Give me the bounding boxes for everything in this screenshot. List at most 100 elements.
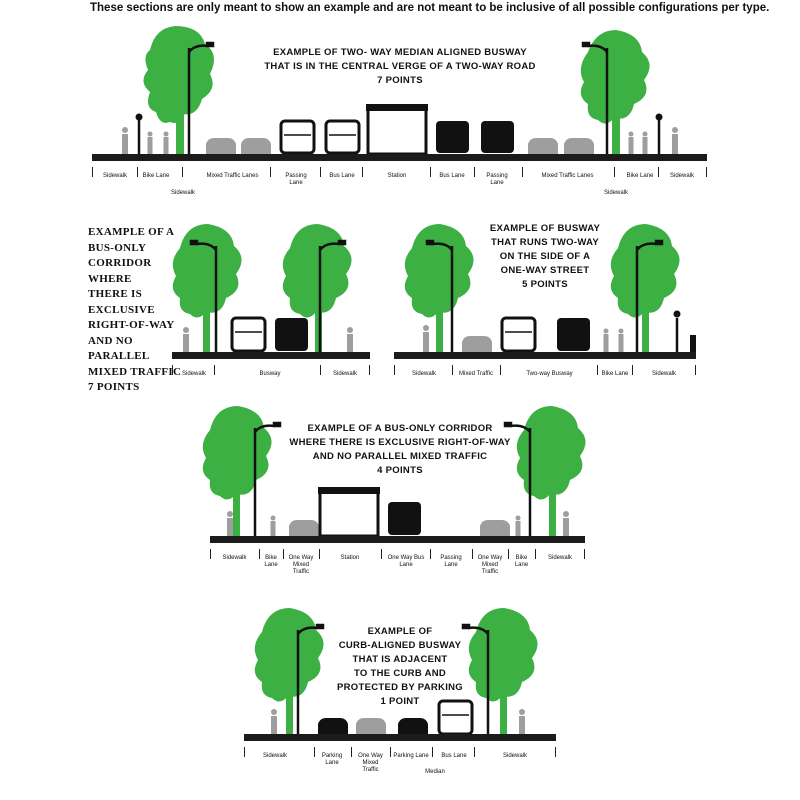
lane-label: Sidewalk xyxy=(603,190,628,196)
bus-icon xyxy=(230,316,308,353)
title-line: CURB-ALIGNED BUSWAY xyxy=(338,640,462,651)
sign-icon xyxy=(135,113,143,121)
title-line: EXAMPLE OF BUSWAY xyxy=(489,223,601,234)
person-icon xyxy=(271,709,525,734)
lane-label: Busway xyxy=(259,371,281,377)
title-line: PROTECTED BY PARKING xyxy=(337,682,463,693)
person-icon xyxy=(122,127,678,154)
section-title: EXAMPLE OF A BUS-ONLY CORRIDOR WHERE THE… xyxy=(88,225,188,396)
tree-icon xyxy=(143,26,650,155)
section-title: EXAMPLE OF TWO- WAY MEDIAN ALIGNED BUSWA… xyxy=(250,46,550,88)
lane-label: Two-way Busway xyxy=(526,371,573,377)
station-icon xyxy=(318,487,380,538)
road-surface xyxy=(244,734,556,741)
person-icon xyxy=(183,327,353,352)
title-line: ON THE SIDE OF A xyxy=(499,251,591,262)
lane-label: Bike Lane xyxy=(142,173,170,179)
lane-label: Bike Lane xyxy=(264,555,278,568)
title-line: EXCLUSIVE xyxy=(88,303,155,316)
lane-label: Bus Lane xyxy=(439,173,465,179)
lane-label: Bike Lane xyxy=(601,371,629,377)
lane-label: Bus Lane xyxy=(441,753,467,759)
person-icon xyxy=(423,325,624,352)
sign-icon xyxy=(655,113,663,121)
road-surface xyxy=(172,352,370,359)
title-line: EXAMPLE OF xyxy=(367,626,433,637)
station-icon xyxy=(366,104,428,156)
person-icon xyxy=(227,511,569,536)
title-line: TO THE CURB AND xyxy=(353,668,447,679)
lane-label: One Way Mixed Traffic xyxy=(358,753,383,773)
street-light-icon xyxy=(425,239,679,352)
lane-label: Sidewalk xyxy=(669,173,694,179)
title-line: THAT IS ADJACENT xyxy=(352,654,448,665)
road-surface xyxy=(210,536,585,543)
lane-label: Sidewalk xyxy=(102,173,127,179)
title-line: 7 POINTS xyxy=(88,381,140,393)
street-light-icon xyxy=(189,239,347,352)
road-surface xyxy=(92,154,707,161)
title-line: MIXED TRAFFIC xyxy=(88,365,182,378)
lane-label: One Way Bus Lane xyxy=(387,555,425,568)
title-line: THERE IS xyxy=(88,288,143,300)
section-title: EXAMPLE OF BUSWAY THAT RUNS TWO-WAY ON T… xyxy=(475,222,615,292)
title-line: THAT IS IN THE CENTRAL VERGE OF A TWO-WA… xyxy=(264,61,536,72)
lane-label: Parking Lane xyxy=(393,753,429,759)
bus-icon xyxy=(388,502,421,535)
lane-label: Bike Lane xyxy=(514,555,529,568)
page-header: These sections are only meant to show an… xyxy=(90,2,770,14)
section-title: EXAMPLE OF CURB-ALIGNED BUSWAY THAT IS A… xyxy=(330,625,470,709)
lane-label: Sidewalk xyxy=(411,371,436,377)
section-title: EXAMPLE OF A BUS-ONLY CORRIDOR WHERE THE… xyxy=(280,422,520,478)
lane-label: Bike Lane xyxy=(626,173,654,179)
title-line: AND NO PARALLEL MIXED TRAFFIC xyxy=(312,451,488,462)
title-line: EXAMPLE OF A BUS-ONLY CORRIDOR xyxy=(307,423,493,434)
lane-label: One Way Mixed Traffic xyxy=(477,555,503,575)
lane-label: Sidewalk xyxy=(651,371,676,377)
title-line: 1 POINT xyxy=(380,696,420,707)
car-icon xyxy=(206,138,594,154)
car-icon xyxy=(356,718,386,734)
title-line: 4 POINTS xyxy=(377,465,423,476)
lane-label: Station xyxy=(340,555,360,561)
lane-label: Sidewalk xyxy=(547,555,572,561)
lane-label: Sidewalk xyxy=(170,190,195,196)
lane-label: Passing Lane xyxy=(285,173,307,186)
lane-label: Sidewalk xyxy=(181,371,206,377)
tree-icon xyxy=(404,224,680,352)
tree-icon xyxy=(172,224,352,352)
car-icon xyxy=(289,520,510,536)
lane-label: One Way Mixed Traffic xyxy=(288,555,314,575)
title-line: CORRIDOR WHERE xyxy=(88,257,152,285)
road-surface xyxy=(394,352,696,359)
lane-label: Median xyxy=(425,769,445,775)
title-line: THAT RUNS TWO-WAY xyxy=(490,237,599,248)
bus-icon xyxy=(500,316,590,353)
lane-label: Passing Lane xyxy=(486,173,508,186)
lane-label: Passing Lane xyxy=(440,555,462,568)
bus-icon xyxy=(436,121,514,153)
tree-icon xyxy=(254,608,538,734)
bus-icon xyxy=(279,119,361,155)
lane-label: Sidewalk xyxy=(222,555,247,561)
lane-label: Mixed Traffic xyxy=(459,371,493,377)
street-light-icon xyxy=(296,623,490,734)
title-line: EXAMPLE OF A xyxy=(88,226,175,238)
title-line: ONE-WAY STREET xyxy=(500,265,590,276)
bus-icon xyxy=(437,699,474,736)
street-light-icon xyxy=(253,421,532,536)
car-icon xyxy=(318,718,428,734)
car-icon xyxy=(462,336,492,352)
title-line: BUS-ONLY xyxy=(88,241,147,254)
sign-icon xyxy=(673,310,681,318)
title-line: AND NO PARALLEL xyxy=(88,334,150,363)
lane-label: Sidewalk xyxy=(502,753,527,759)
lane-label: Station xyxy=(387,173,407,179)
title-line: EXAMPLE OF TWO- WAY MEDIAN ALIGNED BUSWA… xyxy=(273,47,527,58)
lane-label: Sidewalk xyxy=(262,753,287,759)
